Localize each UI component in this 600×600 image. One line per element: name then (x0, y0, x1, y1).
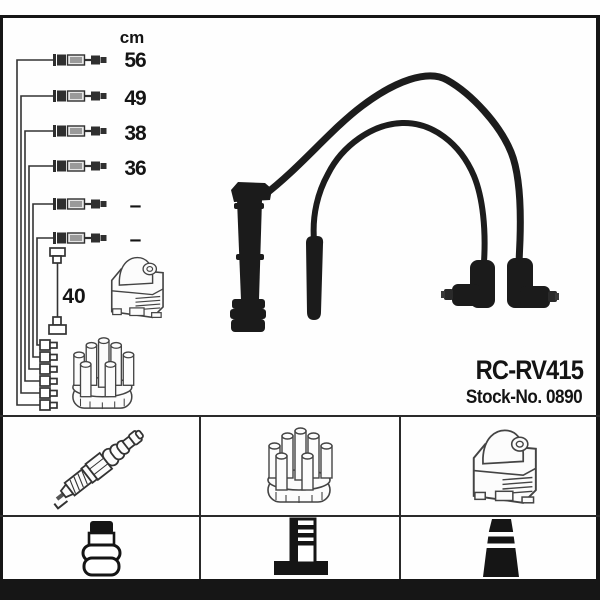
frame-top-border (0, 15, 600, 18)
lead-cable-long (259, 72, 524, 267)
unit-label: cm (119, 28, 145, 47)
cable-row-glyphs (51, 52, 108, 246)
coil-wire-glyph (48, 247, 67, 335)
angled-plug-boot-right (507, 258, 559, 308)
stock-number: Stock-No. 0890 (465, 387, 583, 408)
cable-length-value-3: 38 (124, 122, 146, 145)
distributor-cap-drawing (72, 337, 135, 410)
connector-stack (39, 339, 58, 411)
distributor-connector-icon (274, 517, 328, 575)
coil-boot-icon (483, 519, 519, 577)
ignition-coil-drawing (110, 256, 164, 319)
angled-plug-boot-left (441, 260, 495, 308)
cable-length-diagram (16, 59, 53, 406)
cable-length-value-1: 56 (124, 49, 146, 72)
cable-length-value-2: 49 (124, 87, 146, 110)
frame-right-border (596, 15, 600, 600)
frame-left-border (0, 15, 3, 600)
legend-grid-row-divider (0, 515, 600, 517)
frame-bottom-border (0, 579, 600, 600)
pencil-coil-boot (230, 182, 272, 332)
product-code: RC-RV415 (475, 355, 584, 385)
spark-plug-icon (53, 429, 144, 510)
cable-length-value-5: – (129, 194, 142, 217)
legend-grid-column-divider-1 (199, 415, 201, 579)
legend-grid-top-line (0, 415, 600, 417)
cable-length-value-6: – (129, 228, 142, 251)
ignition-leads-photo (230, 72, 559, 332)
cable-length-value-4: 36 (124, 157, 146, 180)
coil-wire-length-value: 40 (62, 285, 86, 308)
legend-grid-column-divider-2 (399, 415, 401, 579)
ignition-coil-icon (472, 429, 537, 504)
lead-cable-short (310, 119, 488, 265)
plug-terminal-icon (81, 521, 122, 577)
distributor-cap-icon (267, 427, 333, 504)
straight-plug-boot (306, 236, 324, 320)
